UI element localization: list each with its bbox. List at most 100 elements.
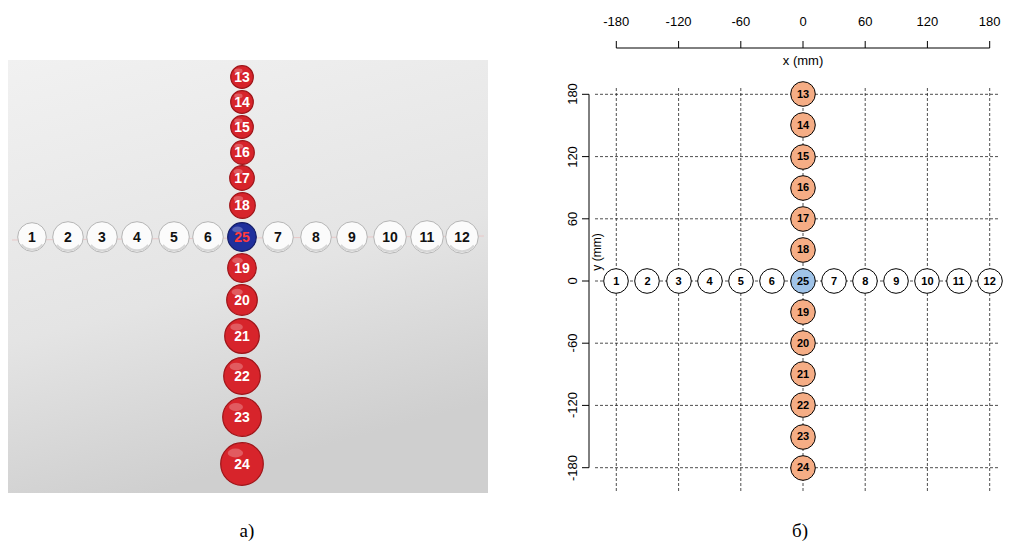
y-tick-label: 60 bbox=[566, 212, 580, 226]
ball-number: 25 bbox=[797, 276, 809, 287]
photo-ball: 5 bbox=[158, 221, 190, 253]
ball-number: 15 bbox=[234, 120, 250, 134]
photo-ball: 25 bbox=[227, 222, 257, 252]
ball-number: 15 bbox=[797, 151, 809, 162]
ball-number: 17 bbox=[234, 171, 250, 185]
position-circle: 24 bbox=[790, 455, 816, 481]
position-circle: 11 bbox=[946, 268, 972, 294]
panel-letter: б) bbox=[792, 521, 808, 542]
ball-number: 19 bbox=[234, 261, 250, 275]
ball-number: 14 bbox=[234, 95, 250, 109]
position-circle: 22 bbox=[790, 392, 816, 418]
panel-letter: а) bbox=[240, 521, 255, 542]
photo-ball: 11 bbox=[410, 220, 444, 254]
position-circle: 12 bbox=[977, 268, 1003, 294]
photo-ball: 4 bbox=[121, 221, 153, 253]
x-tick-label: -180 bbox=[603, 15, 629, 29]
ball-number: 4 bbox=[707, 276, 713, 287]
y-tick-label: 120 bbox=[566, 146, 580, 168]
ball-number: 14 bbox=[797, 120, 809, 131]
photo-ball: 8 bbox=[300, 221, 332, 253]
ball-number: 7 bbox=[274, 230, 282, 244]
ball-number: 24 bbox=[234, 457, 250, 471]
y-axis-title: y (mm) bbox=[591, 231, 604, 272]
ball-number: 17 bbox=[797, 213, 809, 224]
ball-number: 3 bbox=[675, 276, 681, 287]
photo-ball: 10 bbox=[373, 220, 407, 254]
ball-number: 22 bbox=[797, 400, 809, 411]
ball-number: 2 bbox=[644, 276, 650, 287]
x-tick-label: 180 bbox=[979, 15, 1001, 29]
ball-number: 19 bbox=[797, 307, 809, 318]
ball-number: 18 bbox=[234, 198, 250, 212]
photo-ball: 24 bbox=[220, 442, 264, 486]
ball-number: 21 bbox=[797, 369, 809, 380]
position-circle: 7 bbox=[821, 268, 847, 294]
ball-number: 21 bbox=[234, 329, 250, 343]
ball-number: 8 bbox=[862, 276, 868, 287]
ball-number: 2 bbox=[64, 230, 72, 244]
ball-number: 11 bbox=[420, 230, 435, 244]
position-circle: 3 bbox=[666, 268, 692, 294]
y-tick-label: 0 bbox=[566, 277, 580, 284]
y-tick-label: -60 bbox=[566, 334, 580, 353]
position-circle: 17 bbox=[790, 206, 816, 232]
ball-number: 1 bbox=[28, 230, 36, 244]
ball-number: 11 bbox=[953, 276, 965, 287]
photo-ball: 12 bbox=[445, 220, 479, 254]
position-circle: 25 bbox=[790, 268, 816, 294]
photo-ball: 3 bbox=[86, 221, 118, 253]
ball-number: 5 bbox=[738, 276, 744, 287]
photo-ball: 14 bbox=[230, 90, 254, 114]
photo-ball: 6 bbox=[192, 221, 224, 253]
y-tick-label: -180 bbox=[566, 455, 580, 481]
ball-number: 1 bbox=[613, 276, 619, 287]
photo-ball: 17 bbox=[229, 165, 255, 191]
position-circle: 23 bbox=[790, 424, 816, 450]
position-circle: 21 bbox=[790, 361, 816, 387]
ball-number: 20 bbox=[797, 338, 809, 349]
photo-ball: 19 bbox=[227, 253, 257, 283]
ball-number: 10 bbox=[382, 230, 398, 244]
x-tick-label: 0 bbox=[799, 15, 806, 29]
position-circle: 15 bbox=[790, 144, 816, 170]
photo-ball: 21 bbox=[224, 318, 260, 354]
position-circle: 14 bbox=[790, 112, 816, 138]
ball-number: 12 bbox=[454, 230, 470, 244]
ball-number: 12 bbox=[984, 276, 996, 287]
photo-background bbox=[8, 60, 488, 493]
y-axis bbox=[582, 94, 589, 467]
photo-ball: 23 bbox=[222, 397, 262, 437]
ball-number: 16 bbox=[797, 182, 809, 193]
ball-number: 6 bbox=[769, 276, 775, 287]
ball-number: 13 bbox=[797, 89, 809, 100]
photo-ball: 16 bbox=[230, 140, 255, 165]
photo-ball: 7 bbox=[262, 221, 294, 253]
ball-number: 3 bbox=[98, 230, 106, 244]
x-axis bbox=[616, 41, 989, 48]
photo-ball: 9 bbox=[336, 221, 368, 253]
position-circle: 6 bbox=[759, 268, 785, 294]
photo-ball: 18 bbox=[229, 192, 256, 219]
ball-number: 10 bbox=[921, 276, 933, 287]
x-axis-title: x (mm) bbox=[783, 54, 823, 68]
position-circle: 13 bbox=[790, 81, 816, 107]
grid bbox=[595, 88, 1000, 492]
ball-number: 7 bbox=[831, 276, 837, 287]
position-circle: 4 bbox=[697, 268, 723, 294]
ball-number: 9 bbox=[348, 230, 356, 244]
photo-ball: 15 bbox=[230, 115, 254, 139]
x-tick-label: 120 bbox=[917, 15, 939, 29]
ball-number: 23 bbox=[234, 410, 250, 424]
ball-number: 8 bbox=[312, 230, 320, 244]
position-circle: 1 bbox=[603, 268, 629, 294]
y-tick-label: 180 bbox=[566, 83, 580, 105]
ball-number: 22 bbox=[234, 369, 250, 383]
ball-number: 13 bbox=[234, 70, 250, 84]
position-circle: 8 bbox=[852, 268, 878, 294]
photo-ball: 13 bbox=[230, 65, 254, 89]
ball-number: 9 bbox=[893, 276, 899, 287]
x-tick-label: -60 bbox=[731, 15, 750, 29]
ball-number: 23 bbox=[797, 431, 809, 442]
position-circle: 5 bbox=[728, 268, 754, 294]
